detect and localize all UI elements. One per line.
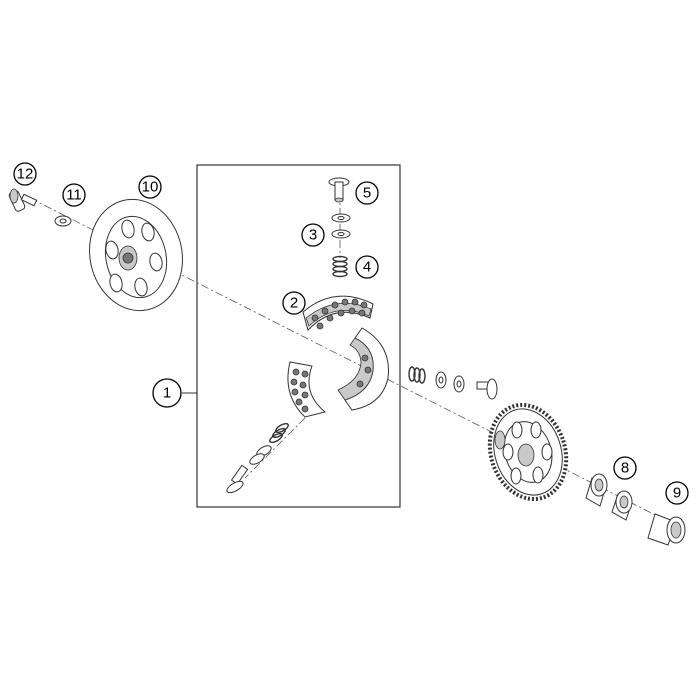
callout-label: 8	[621, 460, 629, 477]
part-carrier-pin	[476, 378, 498, 400]
callout-12[interactable]: 12	[13, 162, 37, 186]
part-clutch-shoe-lower	[287, 361, 327, 418]
callout-11[interactable]: 11	[62, 183, 86, 207]
part-washers	[331, 213, 351, 239]
part-clutch-carrier	[337, 327, 389, 411]
assembly-frame	[196, 164, 401, 508]
callout-2[interactable]: 2	[282, 291, 306, 315]
part-primary-gear	[487, 402, 569, 502]
callout-8[interactable]: 8	[613, 456, 637, 480]
callout-label: 1	[163, 385, 171, 402]
part-spring	[332, 255, 348, 278]
callout-4[interactable]: 4	[355, 255, 379, 279]
callout-label: 2	[290, 295, 298, 312]
part-bushing	[647, 513, 686, 546]
part-washer	[54, 215, 72, 227]
part-carrier-washers	[435, 371, 465, 393]
part-clutch-shoe-upper	[302, 295, 374, 331]
callout-1[interactable]: 1	[152, 378, 182, 408]
part-shoulder-pin	[328, 177, 350, 203]
axis-lines	[29, 192, 676, 526]
part-carrier-spring	[408, 366, 426, 384]
callout-label: 9	[673, 485, 681, 502]
part-needle-bearings	[585, 473, 633, 521]
part-lower-washers	[249, 445, 272, 465]
callout-label: 10	[142, 179, 159, 196]
callout-3[interactable]: 3	[301, 223, 325, 247]
callout-9[interactable]: 9	[665, 481, 689, 505]
callout-10[interactable]: 10	[138, 175, 162, 199]
callout-5[interactable]: 5	[355, 181, 379, 205]
callout-label: 5	[363, 185, 371, 202]
part-lower-spring	[269, 422, 289, 444]
part-lower-pin	[226, 464, 249, 494]
part-clutch-drum	[89, 198, 183, 312]
part-collar-bolt	[8, 188, 38, 212]
callout-label: 12	[17, 166, 34, 183]
callout-label: 3	[309, 227, 317, 244]
callout-label: 11	[66, 187, 82, 204]
callout-label: 4	[363, 259, 371, 276]
